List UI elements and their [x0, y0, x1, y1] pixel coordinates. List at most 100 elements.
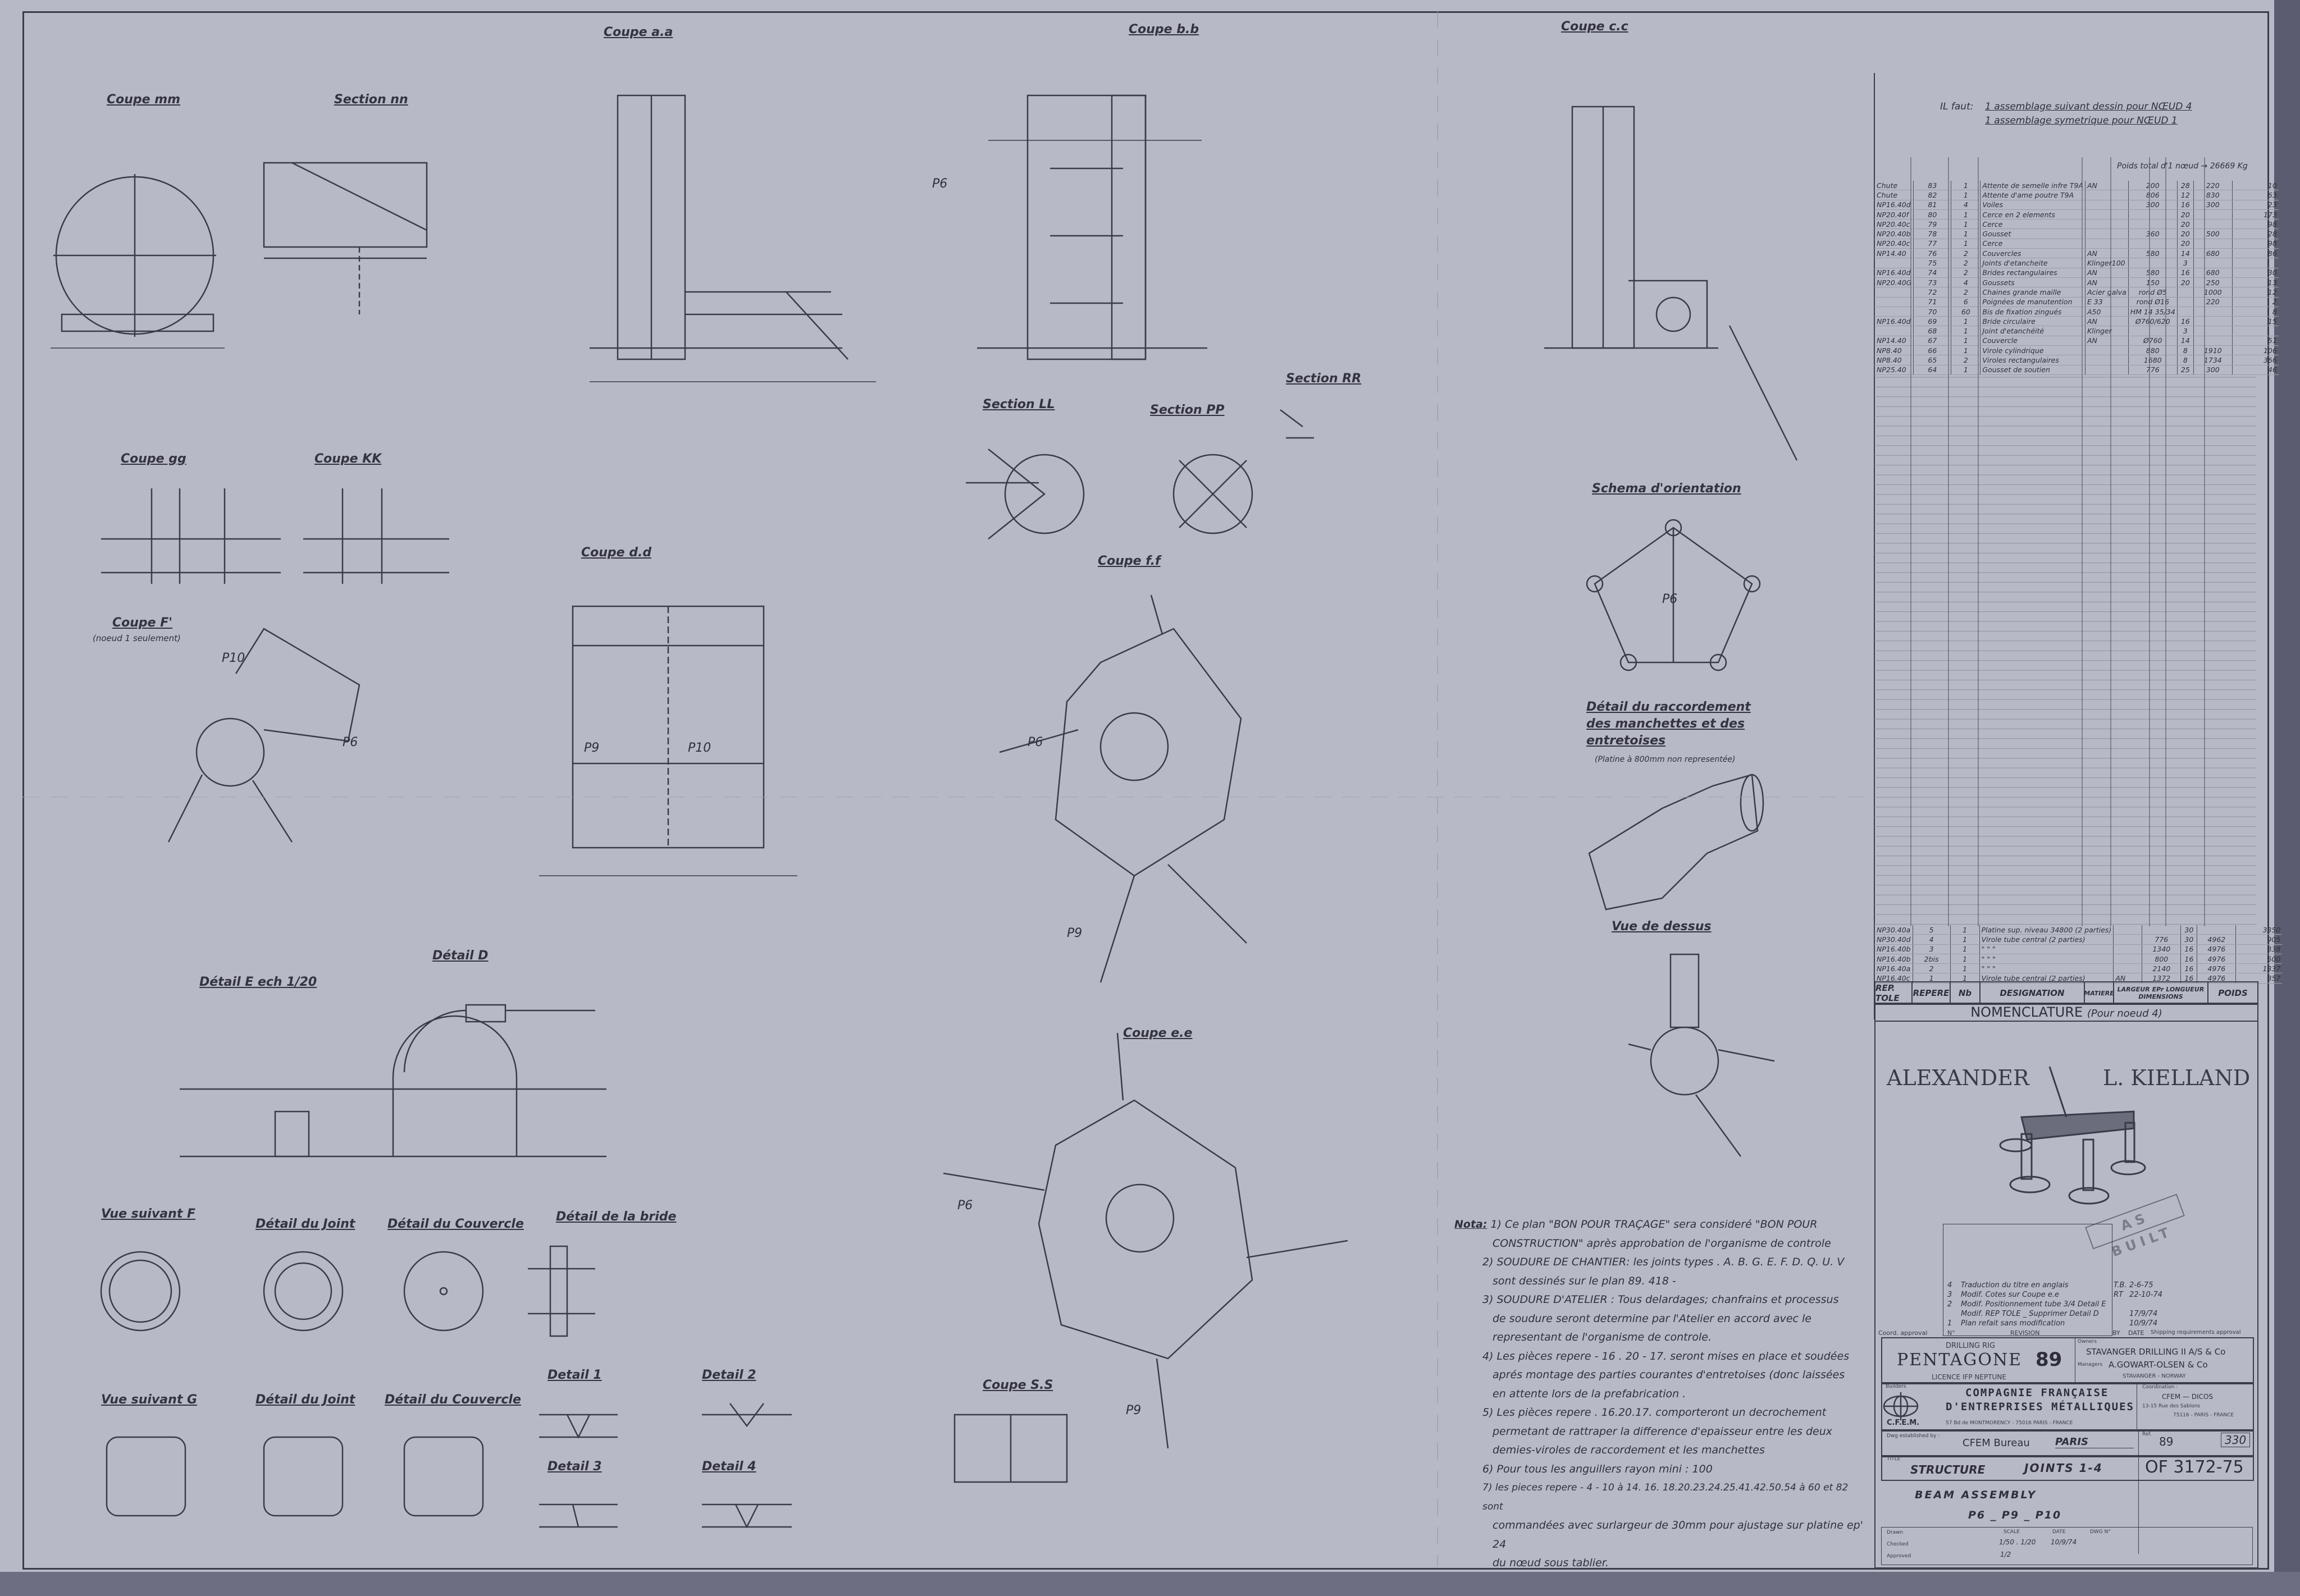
view-title-couvercle-1: Détail du Couvercle	[387, 1217, 524, 1231]
nomenclature-cell: 23	[2231, 200, 2279, 210]
nomenclature-cell	[2176, 307, 2194, 317]
nomenclature-cell: 1910	[2193, 345, 2233, 356]
nomenclature-cell: 80	[1913, 209, 1951, 220]
nomenclature-cell: 2140	[2142, 963, 2181, 974]
header-designation: DESIGNATION	[1980, 982, 2085, 1004]
header-repere: REPERE	[1913, 982, 1951, 1004]
coupe-ee-drawing	[943, 1032, 1348, 1449]
nomenclature-cell: Virole tube central (2 parties)	[1979, 934, 2114, 945]
nomenclature-cell: Brides rectangulaires	[1980, 268, 2085, 278]
member-label: P9	[1126, 1403, 1142, 1417]
nomenclature-cell: 14	[2176, 336, 2194, 346]
view-title-joint-2: Détail du Joint	[255, 1393, 355, 1407]
nomenclature-cell: 60	[1951, 307, 1980, 317]
date-label: DATE	[2052, 1529, 2066, 1535]
scale-label: SCALE	[2004, 1529, 2020, 1535]
nomenclature-cell: NP30.40d	[1874, 934, 1913, 945]
nomenclature-cell: 2	[1951, 248, 1980, 259]
coupe-dd-drawing	[539, 605, 797, 876]
nomenclature-cell: Chute	[1874, 190, 1914, 200]
nomenclature-cell	[2113, 925, 2142, 935]
nomenclature-cell: Gousset de soutien	[1980, 365, 2085, 375]
nomenclature-cell: 20	[2176, 239, 2194, 249]
nomenclature-cell: NP14.40	[1874, 248, 1914, 259]
view-note-coupe-f: (noeud 1 seulement)	[93, 633, 181, 643]
nomenclature-cell: Ø760	[2128, 336, 2178, 346]
nomenclature-cell: 75	[1913, 258, 1951, 268]
nomenclature-cell: 83	[1913, 181, 1951, 191]
title-row	[1881, 1455, 2254, 1481]
nomenclature-cell: 4962	[2197, 934, 2236, 945]
nomenclature-cell: 20	[2176, 277, 2194, 288]
view-title-coupe-dd: Coupe d.d	[581, 546, 652, 560]
nomenclature-cell: Cerce	[1980, 219, 2085, 230]
nomenclature-cell: 64	[1913, 365, 1951, 375]
nomenclature-cell	[2128, 258, 2178, 268]
nomenclature-cell: AN	[2084, 181, 2129, 191]
nomenclature-cell: 1734	[2193, 355, 2233, 365]
nomenclature-cell: 1680	[2128, 355, 2178, 365]
nomenclature-cell: 830	[2193, 190, 2233, 200]
nomenclature-cell	[1874, 287, 1914, 298]
nomenclature-cell: 1	[1951, 316, 1980, 327]
nomenclature-cell	[2084, 355, 2129, 365]
rev-by-header: BY	[2112, 1329, 2120, 1337]
nomenclature-cell: AN	[2113, 973, 2142, 984]
nomenclature-cell: 12	[2231, 287, 2279, 298]
rev-date: 2-6-75	[2129, 1281, 2153, 1289]
managers: A.GOWART-OLSEN & Co	[2109, 1360, 2208, 1370]
nomenclature-cell: 82	[1913, 190, 1951, 200]
nomenclature-cell	[2084, 345, 2129, 356]
coupe-gg-kk-drawing	[101, 488, 449, 584]
rev-text: Modif. REP TOLE _ Supprimer Detail D	[1961, 1310, 2099, 1318]
nomenclature-cell: 28	[2176, 181, 2194, 191]
coordination-label: Coordination :	[2142, 1384, 2178, 1390]
nomenclature-cell: 46	[2231, 365, 2279, 375]
member-label: P9	[584, 741, 600, 755]
nomenclature-cell: 76	[1913, 248, 1951, 259]
rev-number: 3	[1947, 1291, 1952, 1299]
view-title-coupe-kk: Coupe KK	[314, 452, 382, 466]
builders-label: Builders	[1886, 1384, 1906, 1389]
view-title-coupe-mm: Coupe mm	[107, 93, 181, 107]
dwg-city: PARIS	[2055, 1436, 2134, 1448]
nomenclature-cell: rond Ø5	[2128, 287, 2178, 298]
rev-number: 2	[1947, 1300, 1952, 1309]
nomenclature-cell	[2113, 934, 2142, 945]
note-line: 4) Les pièces repere - 16 . 20 - 17. ser…	[1482, 1350, 1850, 1362]
header-ep: EPr	[2152, 986, 2164, 993]
revision-table	[1943, 1224, 2112, 1336]
view-title-section-rr: Section RR	[1286, 372, 1362, 386]
nomenclature-cell: Couvercle	[1980, 336, 2085, 346]
nomenclature-cell: 16	[2180, 954, 2197, 964]
nomenclature-cell: 79	[1913, 219, 1951, 230]
nomenclature-cell	[2193, 258, 2233, 268]
nomenclature-cell: 16	[2176, 200, 2194, 210]
nomenclature-cell: Attente de semelle infre T9A	[1980, 181, 2085, 191]
drawn-row	[1881, 1527, 2253, 1565]
nomenclature-cell: 1	[1950, 963, 1980, 974]
nomenclature-cell: 1	[1951, 326, 1980, 336]
nomenclature-cell: 1	[1912, 973, 1951, 984]
section-nn-drawing	[263, 162, 428, 314]
nomenclature-cell: 72	[1913, 287, 1951, 298]
builder-name-2: D'ENTREPRISES MÉTALLIQUES	[1946, 1401, 2134, 1413]
nomenclature-cell	[2084, 190, 2129, 200]
rev-text: Modif. Cotes sur Coupe e.e	[1961, 1291, 2059, 1299]
scale-value-2: 1/2	[2000, 1551, 2011, 1558]
view-title-vue-g: Vue suivant G	[101, 1393, 198, 1407]
nomenclature-cell: 14	[2176, 248, 2194, 259]
nomenclature-cell: NP16.40b	[1874, 944, 1913, 954]
rev-by: RT	[2114, 1291, 2123, 1299]
rev-n-header: N°	[1947, 1329, 1955, 1337]
nomenclature-cell: 366	[2231, 355, 2279, 365]
nomenclature-cell: " " "	[1979, 944, 2114, 954]
